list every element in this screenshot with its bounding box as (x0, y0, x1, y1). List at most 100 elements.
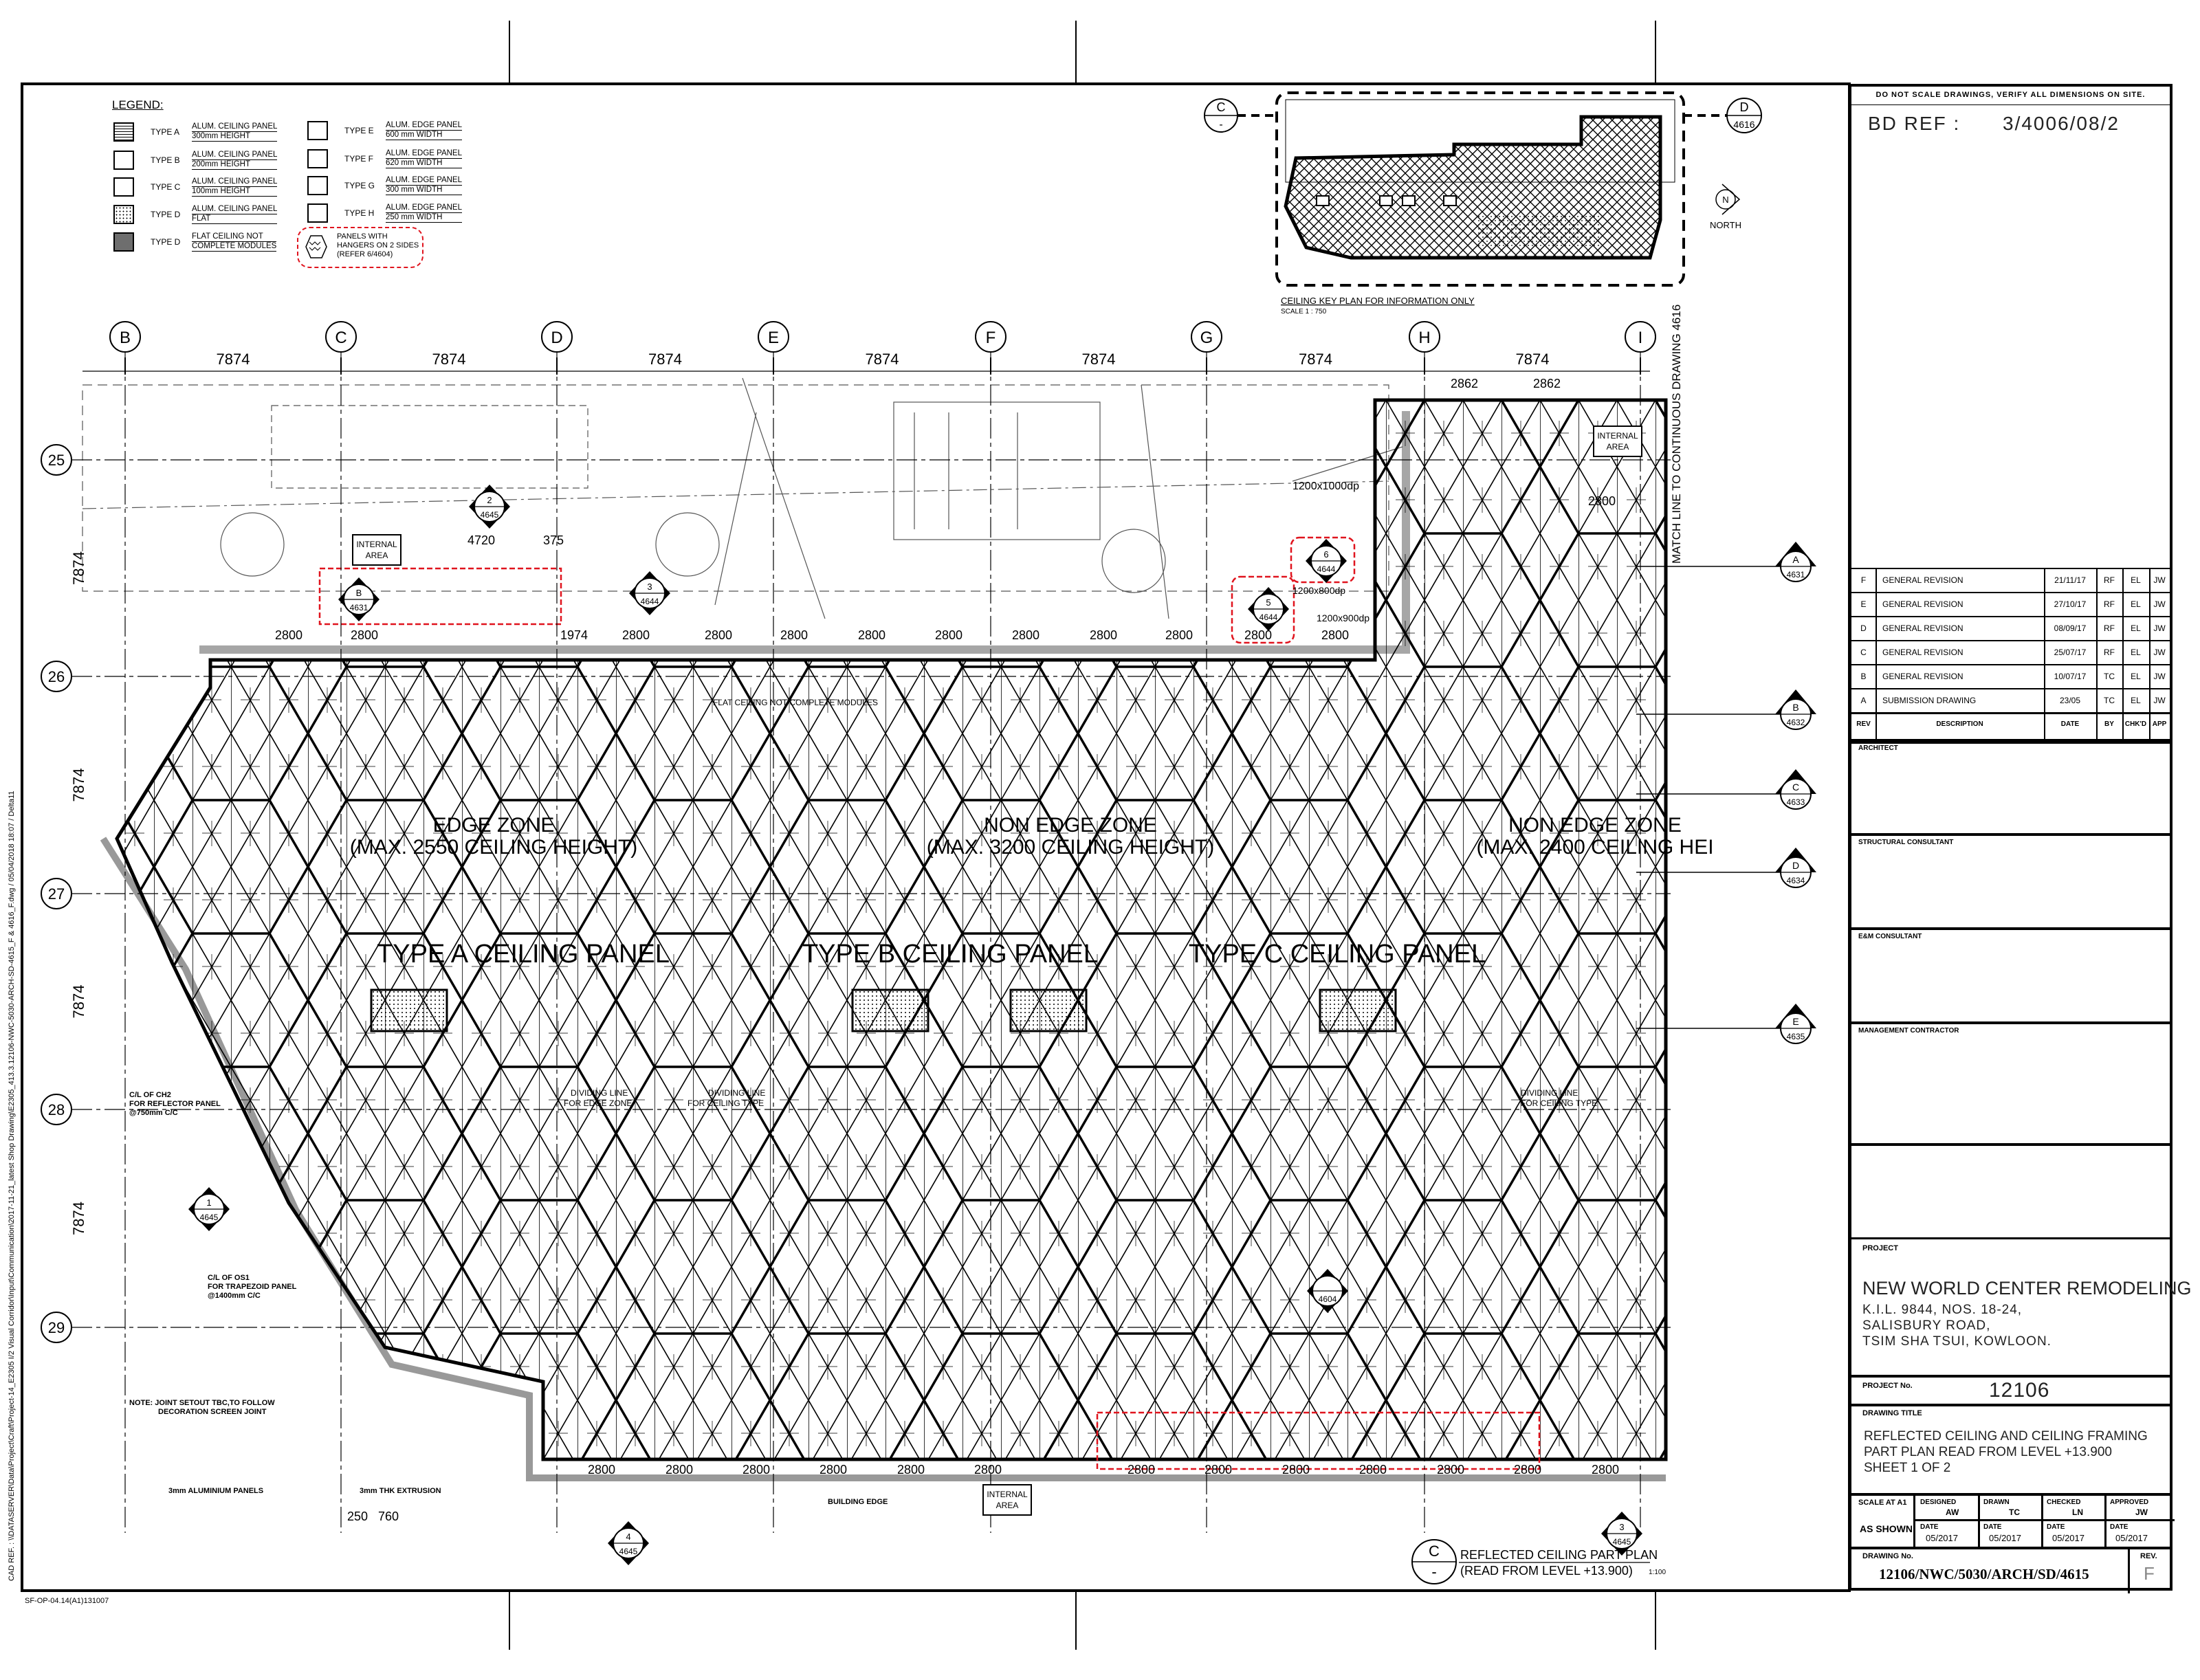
north-arrow-icon: N NORTH (1710, 184, 1741, 230)
legend-swatch-dots (113, 205, 134, 224)
view-sheet: - (1431, 1563, 1436, 1580)
dimension-text: 4720 (468, 533, 495, 547)
rev-label: REV. (2140, 1552, 2157, 1560)
dividing-line-note: FOR CEILING TYPE (1521, 1098, 1597, 1108)
project-no: 12106 (1989, 1379, 2050, 1402)
sheet-ticks (509, 21, 1656, 1650)
revision-chk: EL (2131, 599, 2141, 609)
panel-type-label: TYPE B CEILING PANEL (802, 940, 1098, 969)
approval-date-label: DATE (2110, 1523, 2128, 1531)
dimension-text: 2862 (1533, 377, 1561, 390)
revision-app: JW (2153, 599, 2166, 609)
detail-marker-sheet: 4645 (200, 1213, 219, 1222)
zone-label: EDGE ZONE (433, 814, 555, 837)
plan-notes: C/L OF CH2 FOR REFLECTOR PANEL @750mm C/… (129, 1091, 888, 1506)
drawing-title-line: SHEET 1 OF 2 (1864, 1461, 1951, 1475)
dividing-line-notes: DIVIDING LINE FOR EDGE ZONE DIVIDING LIN… (564, 1088, 1597, 1108)
revision-desc: GENERAL REVISION (1882, 599, 1964, 609)
approval-date-label: DATE (1920, 1523, 1939, 1531)
scale-value: AS SHOWN (1860, 1523, 1913, 1534)
revision-app: JW (2153, 648, 2166, 657)
section-marker-id: B (1792, 702, 1798, 713)
do-not-scale-note: DO NOT SCALE DRAWINGS, VERIFY ALL DIMENS… (1876, 91, 2146, 99)
grid-bubble-label: D (551, 329, 562, 347)
legend-desc: 100mm HEIGHT (192, 187, 278, 197)
approval-role: DESIGNED (1920, 1499, 1957, 1506)
legend-desc: 600 mm WIDTH (386, 131, 462, 140)
dimension-text: 2862 (1451, 377, 1478, 390)
detail-marker-sheet: 4645 (481, 510, 499, 520)
internal-area-box: INTERNAL AREA (352, 534, 402, 566)
detail-marker-id: 6 (1323, 549, 1328, 560)
module-dimension: 2800 (1204, 1463, 1232, 1477)
legend-desc: ALUM. CEILING PANEL (192, 151, 278, 160)
form-number: SF-OP-04.14(A1)131007 (25, 1597, 109, 1605)
detail-marker-id: 5 (1266, 597, 1270, 608)
internal-area-label: INTERNAL (356, 540, 397, 549)
legend-desc: 200mm HEIGHT (192, 160, 278, 170)
grid-bubble-label: 27 (48, 885, 65, 903)
revision-date: 23/05 (2059, 696, 2081, 705)
legend-desc: 620 mm WIDTH (386, 159, 462, 168)
module-dimension: 2800 (666, 1463, 693, 1477)
legend-title: LEGEND: (112, 98, 164, 111)
detail-marker[interactable]: 4604 (1307, 1269, 1348, 1313)
module-dimension: 2800 (1012, 628, 1040, 642)
grid-bubble (41, 1312, 72, 1343)
zone-limit: (MAX. 2400 CEILING HEI (1476, 836, 1713, 859)
revision-date: 08/09/17 (2054, 623, 2087, 633)
legend-type: TYPE E (344, 126, 374, 135)
module-dimension: 2800 (742, 1463, 770, 1477)
approval-role: DRAWN (1983, 1499, 2010, 1506)
revision-desc: DESCRIPTION (1936, 720, 1983, 728)
revision-rev: D (1860, 623, 1867, 633)
key-marker-id: C (1217, 100, 1226, 114)
detail-marker-sheet: 4644 (641, 597, 659, 606)
legend-swatch-star (113, 151, 134, 170)
consultant-label: ARCHITECT (1858, 744, 1898, 752)
grid-bubble (41, 444, 72, 476)
edge-extrusion (199, 411, 1410, 654)
module-dimension: 2800 (588, 1463, 615, 1477)
revision-date: 21/11/17 (2054, 575, 2086, 585)
legend-desc: ALUM. EDGE PANEL (386, 149, 462, 159)
revision-by: RF (2104, 575, 2115, 585)
legend-swatch-grid (113, 122, 134, 142)
revision-rev: A (1860, 696, 1867, 705)
revision-desc: GENERAL REVISION (1882, 672, 1964, 681)
dimension-text: 375 (543, 533, 564, 547)
approval-name: AW (1946, 1507, 1959, 1517)
revision-app: JW (2153, 623, 2166, 633)
project-address-line: SALISBURY ROAD, (1862, 1318, 1991, 1333)
detail-marker-sheet: 4604 (1319, 1294, 1337, 1304)
grid-dimension: 7874 (866, 351, 899, 368)
grid-dimension: 7874 (217, 351, 250, 368)
legend-desc: FLAT CEILING NOT (192, 232, 277, 242)
key-marker-sheet: - (1219, 119, 1222, 131)
bd-ref-value: 3/4006/08/2 (2003, 113, 2120, 134)
revision-by: RF (2104, 623, 2115, 633)
module-dimension: 2800 (897, 1463, 925, 1477)
